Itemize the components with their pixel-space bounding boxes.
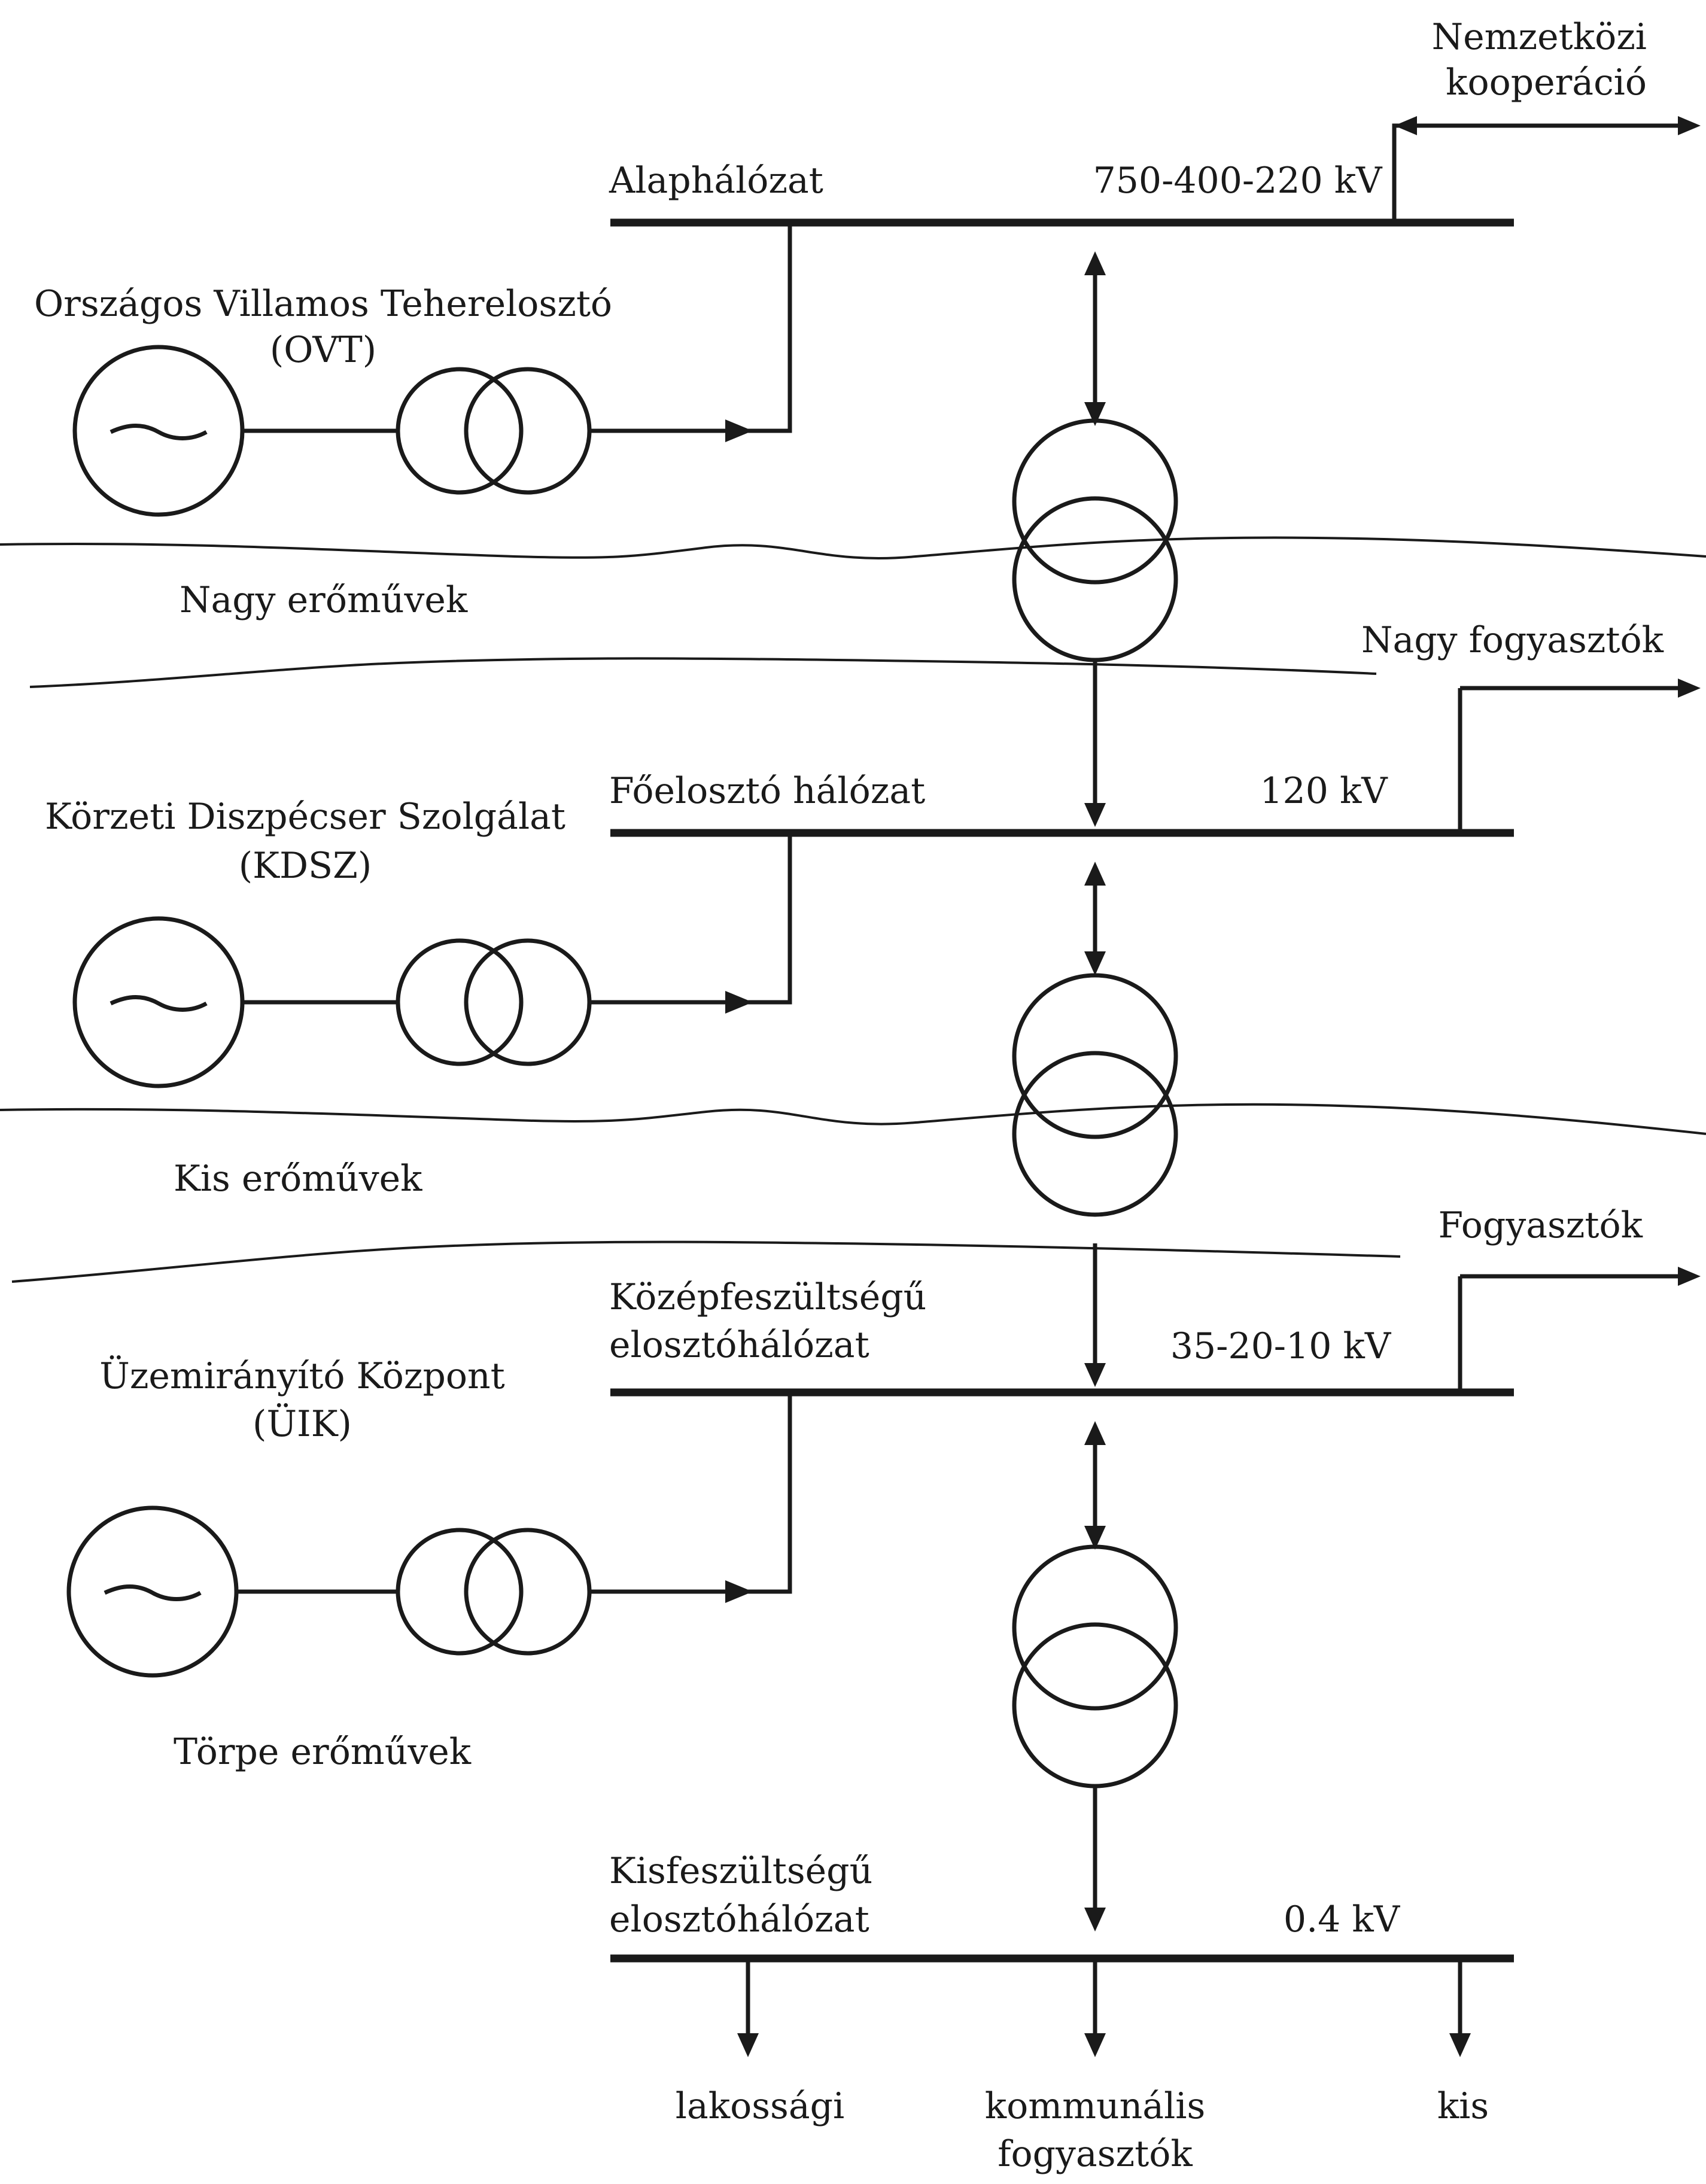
two-overlapping-circles-transformer-icon	[396, 938, 592, 1066]
voltage-label-foeloszto: 120 kV	[1260, 770, 1388, 812]
generator-circle-with-sine-icon	[72, 345, 245, 517]
level-separator-line	[29, 657, 1377, 688]
arrowhead-icon	[1449, 2033, 1471, 2057]
arrowhead-icon	[737, 2033, 759, 2057]
network-label-kis-line1: Kisfeszültségű	[609, 1850, 872, 1892]
dispatcher-ovt-line2: (OVT)	[270, 329, 376, 371]
voltage-label-alaphalozat: 750-400-220 kV	[1093, 160, 1383, 202]
generators-label-kis: Kis erőművek	[174, 1158, 422, 1200]
arrowhead-icon	[1678, 116, 1701, 135]
two-overlapping-circles-transformer-icon	[1012, 1544, 1178, 1788]
level-separator-line	[0, 536, 1706, 559]
arrowhead-icon	[725, 1580, 753, 1603]
arrowhead-icon	[1084, 1526, 1106, 1550]
external-label-line2: kooperáció	[1446, 62, 1647, 104]
two-overlapping-circles-transformer-icon	[396, 1528, 592, 1656]
arrowhead-icon	[1084, 402, 1106, 426]
consumer-label-fogyasztok: fogyasztók	[998, 2133, 1193, 2175]
arrowhead-icon	[1084, 951, 1106, 975]
arrowhead-icon	[1084, 1421, 1106, 1445]
consumer-label-lakossagi: lakossági	[676, 2085, 844, 2127]
dispatcher-kdsz-line2: (KDSZ)	[239, 845, 372, 887]
voltage-label-kozep: 35-20-10 kV	[1170, 1325, 1392, 1367]
international-link-line	[1392, 123, 1686, 223]
arrowhead-icon	[725, 419, 753, 442]
arrowhead-icon	[1084, 1363, 1106, 1387]
level-separator-line	[11, 1240, 1401, 1283]
generators-label-nagy: Nagy erőművek	[180, 579, 468, 621]
level-separator-line	[0, 1103, 1706, 1135]
voltage-label-kis: 0.4 kV	[1284, 1899, 1401, 1940]
arrowhead-icon	[1084, 862, 1106, 886]
dispatcher-ovt-line1: Országos Villamos Teherelosztó	[34, 283, 612, 325]
arrowhead-icon	[1084, 803, 1106, 827]
generators-label-torpe: Törpe erőművek	[174, 1731, 472, 1773]
consumer-label-kis: kis	[1437, 2085, 1489, 2127]
dispatcher-uik-line1: Üzemirányító Központ	[99, 1355, 505, 1397]
generator-circle-with-sine-icon	[66, 1505, 239, 1678]
arrowhead-icon	[725, 991, 753, 1014]
feed-line	[748, 223, 792, 433]
network-label-kozep-line2: elosztóhálózat	[609, 1324, 869, 1366]
arrowhead-icon	[1084, 251, 1106, 275]
generator-circle-with-sine-icon	[72, 916, 245, 1088]
arrowhead-icon	[1678, 679, 1701, 698]
feed-line	[748, 1392, 792, 1594]
arrowhead-icon	[1084, 2033, 1106, 2057]
network-label-alaphalozat: Alaphálózat	[609, 160, 823, 202]
arrowhead-icon	[1084, 1908, 1106, 1931]
consumers-label-nagy: Nagy fogyasztók	[1361, 619, 1664, 661]
consumers-label-fogyasztok: Fogyasztók	[1438, 1204, 1643, 1246]
feed-line	[748, 833, 792, 1005]
external-label-line1: Nemzetközi	[1432, 16, 1647, 58]
network-label-kozep-line1: Középfeszültségű	[609, 1276, 926, 1318]
two-overlapping-circles-transformer-icon	[396, 367, 592, 495]
two-overlapping-circles-transformer-icon	[1012, 973, 1178, 1217]
arrowhead-icon	[1394, 116, 1417, 135]
consumer-label-kommunalis: kommunális	[985, 2085, 1206, 2127]
dispatcher-uik-line2: (ÜIK)	[253, 1403, 352, 1445]
arrowhead-icon	[1678, 1267, 1701, 1286]
network-label-kis-line2: elosztóhálózat	[609, 1899, 869, 1940]
dispatcher-kdsz-line1: Körzeti Diszpécser Szolgálat	[45, 796, 565, 838]
network-label-foeloszto: Főelosztó hálózat	[609, 770, 925, 812]
